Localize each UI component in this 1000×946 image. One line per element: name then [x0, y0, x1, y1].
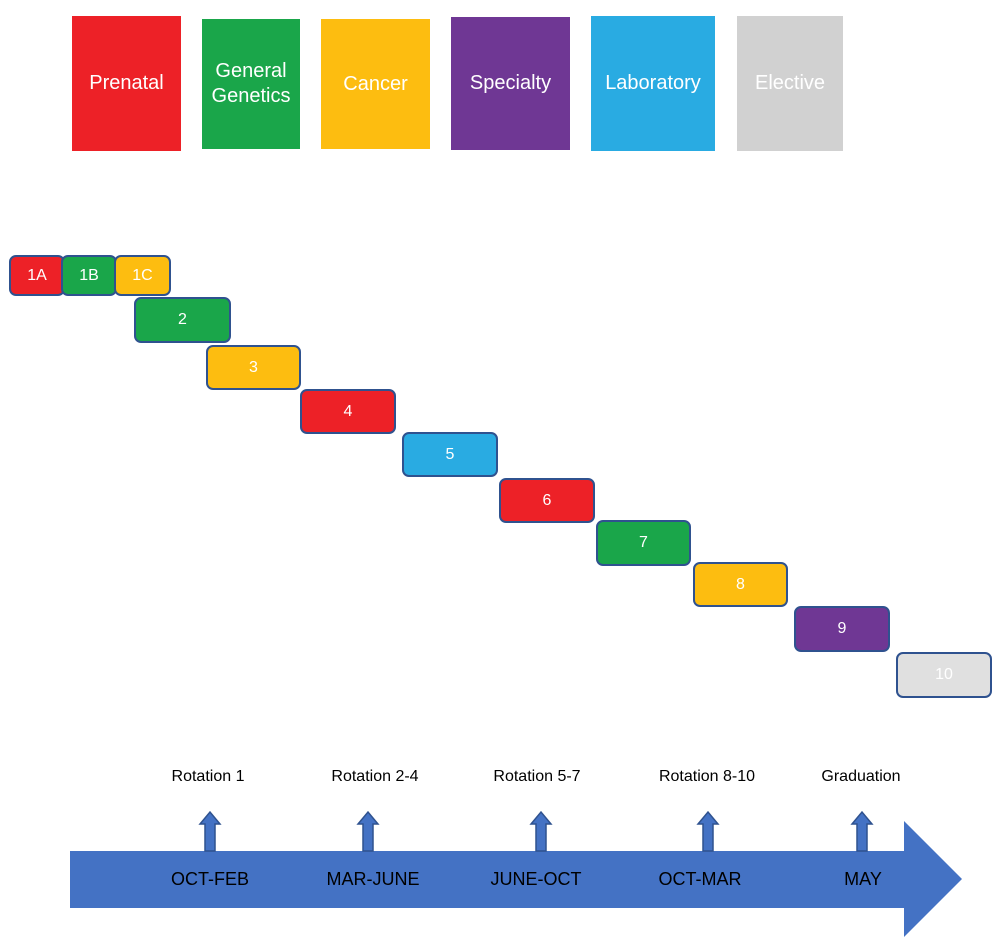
rotation-block-8: 8 [693, 562, 788, 607]
rotation-block-3: 3 [206, 345, 301, 390]
rotation-label: 10 [935, 666, 953, 683]
up-arrow-icon [356, 810, 380, 852]
rotation-label: 7 [639, 534, 648, 551]
milestone-period-label: MAY [844, 869, 882, 889]
milestone-rotation-label: Rotation 8-10 [658, 768, 756, 785]
up-arrow-icon [198, 810, 222, 852]
rotation-label: 4 [343, 402, 353, 420]
milestone-rotation-label: Rotation 5-7 [493, 768, 581, 785]
legend-label: Elective [754, 72, 826, 94]
legend-laboratory: Laboratory [591, 16, 715, 151]
rotation-block-1b: 1B [61, 255, 117, 296]
milestone-period-label: MAR-JUNE [326, 869, 420, 889]
rotation-label: 9 [837, 620, 847, 637]
rotation-label: 1C [132, 266, 153, 284]
legend-label: Laboratory [605, 72, 701, 94]
milestone-rotation-label: Rotation 1 [171, 768, 245, 785]
rotation-block-4: 4 [300, 389, 396, 434]
milestone-rotation-label: Rotation 2-4 [331, 768, 419, 785]
up-arrow-icon [529, 810, 553, 852]
rotation-label: 6 [542, 491, 552, 509]
legend-label: Cancer [343, 72, 408, 95]
rotation-block-5: 5 [402, 432, 498, 477]
legend-label: Prenatal [89, 72, 164, 94]
rotation-label: 8 [736, 575, 745, 593]
milestone-period-label: OCT-MAR [658, 869, 742, 889]
legend-label: General Genetics [211, 60, 291, 107]
legend-specialty: Specialty [451, 17, 570, 150]
rotation-block-6: 6 [499, 478, 595, 523]
rotation-label: 5 [445, 445, 455, 463]
milestone-rotation-label: Graduation [821, 768, 901, 785]
rotation-label: 1A [27, 266, 47, 284]
legend-prenatal: Prenatal [72, 16, 181, 151]
rotation-block-1a: 1A [9, 255, 65, 296]
up-arrow-icon [696, 810, 720, 852]
rotation-block-2: 2 [134, 297, 231, 343]
milestone-period-label: OCT-FEB [170, 869, 249, 889]
rotation-block-10: 10 [896, 652, 992, 698]
rotation-label: 1B [79, 266, 99, 284]
legend-elective: Elective [737, 16, 843, 151]
rotation-label: 2 [178, 311, 187, 328]
rotation-block-1c: 1C [114, 255, 171, 296]
up-arrow-icon [850, 810, 874, 852]
rotation-block-7: 7 [596, 520, 691, 566]
rotation-block-9: 9 [794, 606, 890, 652]
legend-cancer: Cancer [321, 19, 430, 149]
rotation-label: 3 [249, 358, 258, 376]
timeline-arrow [70, 821, 962, 937]
legend-general-genetics: General Genetics [202, 19, 300, 149]
milestone-period-label: JUNE-OCT [490, 869, 582, 889]
legend-label: Specialty [469, 72, 552, 94]
